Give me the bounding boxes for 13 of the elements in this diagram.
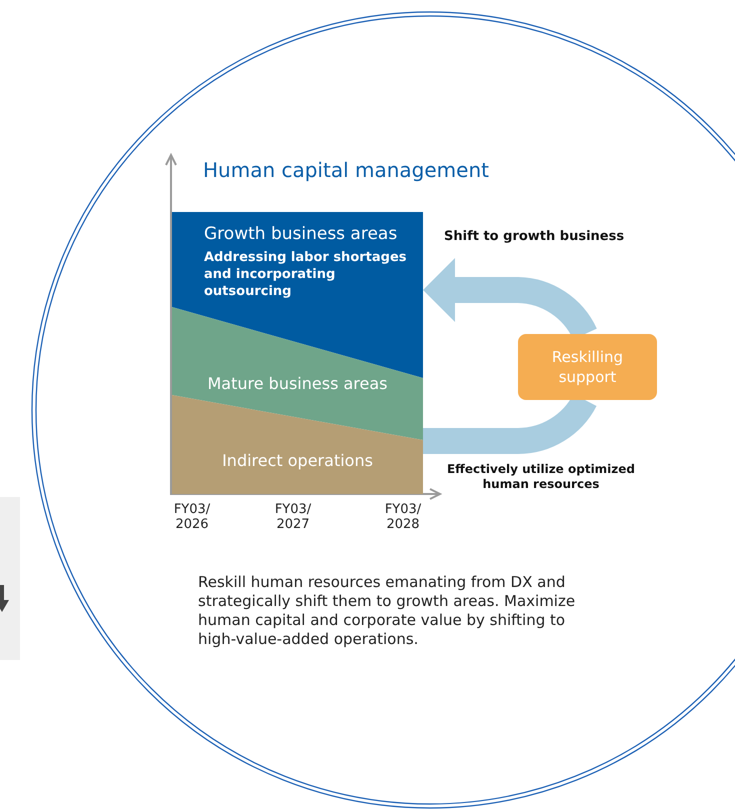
box-text: Reskilling support bbox=[550, 347, 624, 387]
axis-tick-label: FY03/ 2028 bbox=[384, 502, 422, 532]
axis-tick-label: FY03/ 2026 bbox=[172, 502, 212, 532]
process-box bbox=[518, 334, 657, 400]
chart-title: Human capital management bbox=[203, 158, 489, 182]
area-heading: Indirect operations bbox=[221, 451, 374, 470]
axis-tick-label: FY03/ 2027 bbox=[274, 502, 312, 532]
description-text: Reskill human resources emanating from DX and strategically shift them to growth areas. Maximize human capital and corporate value by shifting to high-value-added operations. bbox=[198, 573, 576, 649]
edge-label: Effectively utilize optimized human resources bbox=[446, 462, 636, 492]
area-heading: Mature business areas bbox=[206, 374, 388, 393]
area-heading: Growth business areas bbox=[204, 224, 398, 244]
area-description: Addressing labor shortages and incorporating outsourcing bbox=[204, 249, 408, 300]
edge-label: Shift to growth business bbox=[444, 229, 624, 244]
